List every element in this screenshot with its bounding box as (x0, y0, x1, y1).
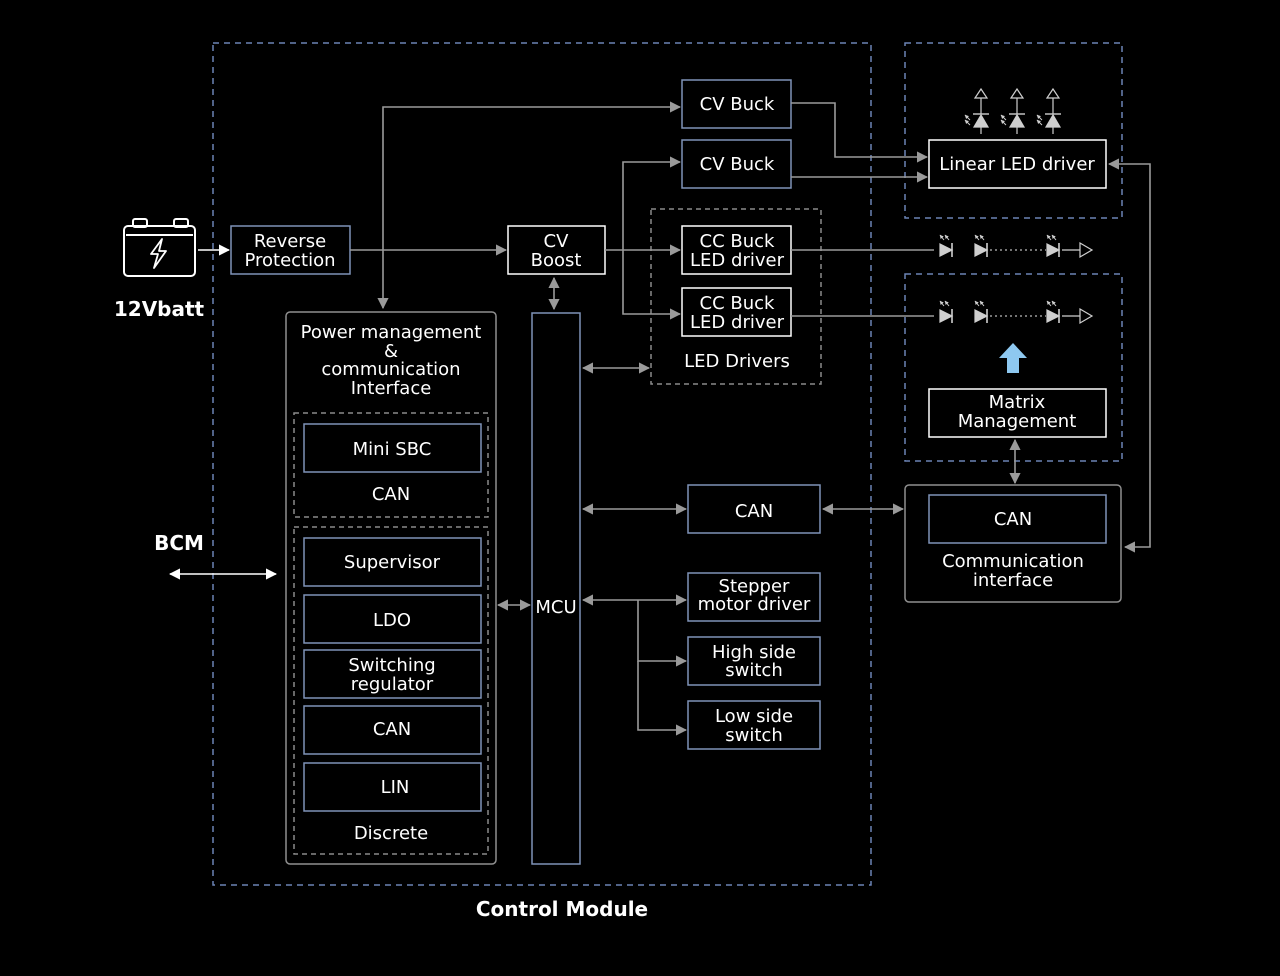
led-icon (1001, 106, 1025, 134)
cc-buck-label-2: LED driver (690, 250, 785, 271)
led-drivers-frame (650, 208, 822, 385)
mini-sbc-label: Mini SBC (353, 439, 432, 460)
linear-led-driver-label: Linear LED driver (939, 154, 1095, 175)
matrix-management-block (928, 388, 1107, 438)
low-side-switch-block (687, 700, 821, 750)
matrix-management-label-1: Matrix (989, 392, 1046, 413)
communication-interface-label-1: Communication (942, 551, 1084, 572)
led-string-1 (940, 235, 1094, 259)
power-mgmt-title-1: Power management (301, 322, 482, 343)
supervisor-block (303, 537, 482, 587)
switching-regulator-label-1: Switching (348, 655, 435, 676)
low-side-label-2: switch (725, 725, 782, 746)
communication-interface-label-2: interface (973, 570, 1053, 591)
can-block (928, 494, 1107, 544)
cv-buck-label: CV Buck (700, 154, 775, 175)
control-module-label: Control Module (476, 897, 648, 921)
led-terminal-arrows (973, 87, 1061, 106)
control-module-frame (212, 42, 872, 886)
cv-buck-block (681, 79, 792, 129)
low-side-label-1: Low side (715, 706, 793, 727)
cv-buck-label: CV Buck (700, 94, 775, 115)
led-drivers-label: LED Drivers (684, 351, 790, 372)
cc-buck-led-driver-block (681, 287, 792, 337)
power-management-block (285, 311, 497, 865)
battery-label: 12Vbatt (114, 297, 205, 321)
mcu-block (531, 312, 581, 865)
bcm-label: BCM (154, 531, 204, 555)
power-mgmt-title-3: communication (321, 359, 460, 380)
led-icon (965, 106, 989, 134)
mini-sbc-block (303, 423, 482, 473)
reverse-protection-label-1: Reverse (254, 231, 326, 252)
stepper-label-1: Stepper (719, 576, 790, 597)
can-block (687, 484, 821, 534)
supervisor-label: Supervisor (344, 552, 441, 573)
can-label: CAN (372, 484, 410, 505)
lin-block (303, 762, 482, 812)
mcu-label: MCU (535, 597, 576, 618)
cc-buck-label-1: CC Buck (700, 231, 776, 252)
switching-regulator-block (303, 649, 482, 699)
up-arrow-icon (999, 343, 1027, 373)
high-side-switch-block (687, 636, 821, 686)
high-side-label-2: switch (725, 660, 782, 681)
can-label: CAN (735, 501, 773, 522)
led-string-2 (940, 301, 1094, 325)
mini-sbc-group (293, 412, 489, 518)
ldo-label: LDO (373, 610, 411, 631)
lin-label: LIN (381, 777, 410, 798)
connection-wires (198, 101, 1151, 736)
reverse-protection-label-2: Protection (244, 250, 335, 271)
can-label: CAN (994, 509, 1032, 530)
led-icon (1037, 106, 1061, 134)
cv-boost-label-2: Boost (531, 250, 582, 271)
high-side-label-1: High side (712, 642, 796, 663)
cc-buck-label-2: LED driver (690, 312, 785, 333)
battery-bolt-icon (123, 218, 196, 277)
matrix-management-label-2: Management (958, 411, 1077, 432)
linear-led-driver-block (928, 139, 1107, 189)
ldo-block (303, 594, 482, 644)
cv-buck-block (681, 139, 792, 189)
power-mgmt-title-2: & (384, 341, 398, 362)
stepper-motor-driver-block (687, 572, 821, 622)
cv-boost-label-1: CV (544, 231, 570, 252)
cc-buck-label-1: CC Buck (700, 293, 776, 314)
switching-regulator-label-2: regulator (351, 674, 434, 695)
discrete-label: Discrete (354, 823, 428, 844)
can-label: CAN (373, 719, 411, 740)
can-block (303, 705, 482, 755)
linear-led-frame (904, 42, 1123, 219)
power-mgmt-title-4: Interface (351, 378, 432, 399)
stepper-label-2: motor driver (698, 594, 811, 615)
